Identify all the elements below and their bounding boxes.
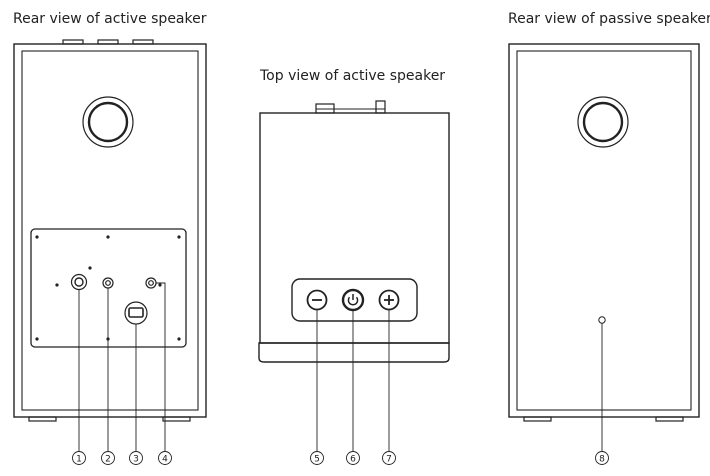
callout-2: 2 bbox=[101, 451, 115, 465]
rear-knob bbox=[375, 100, 386, 114]
title-rear-passive: Rear view of passive speaker bbox=[508, 11, 710, 27]
svg-text:8: 8 bbox=[599, 455, 605, 465]
cabinet-inner bbox=[516, 50, 692, 411]
foot bbox=[162, 416, 191, 422]
foot bbox=[655, 416, 684, 422]
svg-text:2: 2 bbox=[105, 455, 111, 465]
svg-text:6: 6 bbox=[350, 455, 356, 465]
callout-3: 3 bbox=[129, 451, 143, 465]
control-panel bbox=[291, 278, 418, 322]
cabinet-inner bbox=[21, 50, 199, 411]
svg-text:5: 5 bbox=[314, 455, 320, 465]
callout-6: 6 bbox=[346, 451, 360, 465]
speaker-terminal bbox=[598, 316, 606, 324]
title-top-active: Top view of active speaker bbox=[259, 68, 445, 84]
passive-speaker-rear: 8 bbox=[508, 43, 700, 465]
front-edge bbox=[258, 342, 450, 363]
top-body bbox=[259, 112, 450, 344]
callout-8: 8 bbox=[595, 451, 609, 465]
connector-1 bbox=[70, 273, 88, 291]
callout-1: 1 bbox=[72, 451, 86, 465]
svg-text:1: 1 bbox=[76, 455, 82, 465]
foot bbox=[523, 416, 552, 422]
svg-text:4: 4 bbox=[162, 455, 168, 465]
minus-button bbox=[306, 289, 328, 311]
power-icon bbox=[347, 294, 359, 306]
connector-3-power bbox=[124, 301, 148, 325]
callout-5: 5 bbox=[310, 451, 324, 465]
svg-text:7: 7 bbox=[386, 455, 392, 465]
callout-7: 7 bbox=[382, 451, 396, 465]
active-speaker-top: 5 6 7 bbox=[258, 100, 450, 465]
bass-port bbox=[577, 96, 629, 148]
callout-4: 4 bbox=[158, 451, 172, 465]
connector-4 bbox=[145, 277, 157, 289]
active-speaker-rear: 1 2 3 4 bbox=[13, 39, 207, 465]
connector-2 bbox=[102, 277, 114, 289]
cabinet-outer bbox=[13, 43, 207, 418]
foot bbox=[28, 416, 57, 422]
plus-button bbox=[378, 289, 400, 311]
cabinet-outer bbox=[508, 43, 700, 418]
bass-port bbox=[82, 96, 134, 148]
connection-panel bbox=[30, 228, 187, 348]
plus-icon bbox=[384, 295, 394, 305]
power-button bbox=[341, 288, 365, 312]
title-rear-active: Rear view of active speaker bbox=[13, 11, 207, 27]
svg-text:3: 3 bbox=[133, 455, 139, 465]
